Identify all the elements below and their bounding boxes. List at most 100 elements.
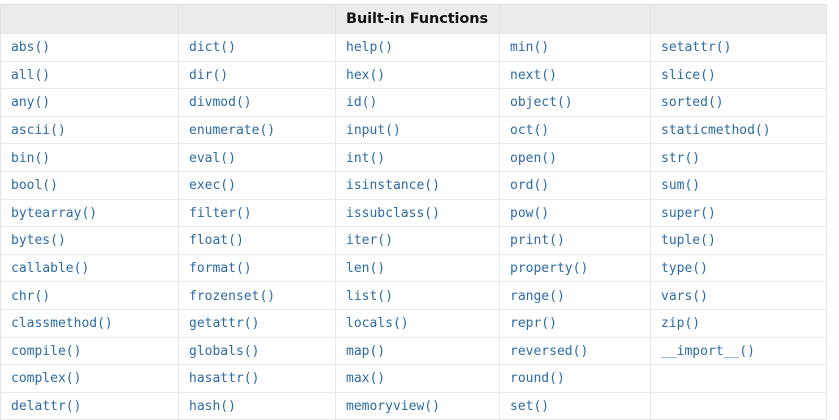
function-link[interactable]: repr() [510, 316, 557, 332]
function-link[interactable]: int() [346, 150, 386, 166]
function-link[interactable]: hex() [346, 67, 386, 83]
function-link[interactable]: pow() [510, 205, 550, 221]
table-cell: compile() [0, 337, 179, 366]
table-row: classmethod() getattr() locals() repr() zip(… [0, 309, 827, 338]
function-link[interactable]: filter() [189, 205, 252, 221]
function-link[interactable]: type() [661, 261, 708, 277]
table-cell: abs() [0, 33, 179, 62]
function-link[interactable]: frozenset() [189, 288, 276, 304]
function-link[interactable]: input() [346, 123, 401, 139]
function-link[interactable]: round() [510, 371, 565, 387]
function-link[interactable]: object() [510, 95, 573, 111]
table-cell: help() [335, 33, 500, 62]
table-cell: eval() [178, 143, 336, 172]
function-link[interactable]: eval() [189, 150, 236, 166]
function-link[interactable]: bool() [11, 178, 58, 194]
function-link[interactable]: sorted() [661, 95, 724, 111]
function-link[interactable]: globals() [189, 343, 260, 359]
table-row: compile() globals() map() reversed() __impor… [0, 337, 827, 366]
function-link[interactable]: chr() [11, 288, 51, 304]
function-link[interactable]: property() [510, 261, 589, 277]
function-link[interactable]: list() [346, 288, 393, 304]
function-link[interactable]: bytearray() [11, 205, 98, 221]
function-link[interactable]: hash() [189, 399, 236, 415]
function-link[interactable]: len() [346, 261, 386, 277]
table-row: chr() frozenset() list() range() vars() [0, 281, 827, 310]
function-link[interactable]: tuple() [661, 233, 716, 249]
function-link[interactable]: callable() [11, 261, 90, 277]
function-link[interactable]: bin() [11, 150, 51, 166]
table-cell: enumerate() [178, 116, 336, 145]
function-link[interactable]: super() [661, 205, 716, 221]
function-link[interactable]: issubclass() [346, 205, 440, 221]
function-link[interactable]: compile() [11, 343, 82, 359]
function-link[interactable]: next() [510, 67, 557, 83]
table-cell: iter() [335, 226, 500, 255]
table-cell: hasattr() [178, 364, 336, 393]
function-link[interactable]: min() [510, 40, 550, 56]
function-link[interactable]: iter() [346, 233, 393, 249]
function-link[interactable]: memoryview() [346, 399, 440, 415]
function-link[interactable]: staticmethod() [661, 123, 771, 139]
function-link[interactable]: enumerate() [189, 123, 276, 139]
table-cell: any() [0, 88, 179, 117]
function-link[interactable]: help() [346, 40, 393, 56]
function-link[interactable]: str() [661, 150, 701, 166]
function-link[interactable]: locals() [346, 316, 409, 332]
function-link[interactable]: id() [346, 95, 378, 111]
function-link[interactable]: sum() [661, 178, 701, 194]
table-cell: ord() [499, 171, 651, 200]
table-cell: input() [335, 116, 500, 145]
function-link[interactable]: reversed() [510, 343, 589, 359]
function-link[interactable]: delattr() [11, 399, 82, 415]
table-cell-empty [650, 392, 827, 420]
table-cell: hex() [335, 61, 500, 90]
table-cell: dir() [178, 61, 336, 90]
function-link[interactable]: isinstance() [346, 178, 440, 194]
table-row: abs() dict() help() min() setattr() [0, 33, 827, 62]
table-cell: type() [650, 254, 827, 283]
table-header-cell-2 [178, 4, 336, 34]
function-link[interactable]: ord() [510, 178, 550, 194]
table-row: any() divmod() id() object() sorted() [0, 88, 827, 117]
function-link[interactable]: __import__() [661, 343, 755, 359]
function-link[interactable]: float() [189, 233, 244, 249]
table-cell: print() [499, 226, 651, 255]
table-cell: exec() [178, 171, 336, 200]
function-link[interactable]: slice() [661, 67, 716, 83]
function-link[interactable]: hasattr() [189, 371, 260, 387]
table-row: bool() exec() isinstance() ord() sum() [0, 171, 827, 200]
table-cell: all() [0, 61, 179, 90]
function-link[interactable]: dict() [189, 40, 236, 56]
table-cell: hash() [178, 392, 336, 420]
table-row: all() dir() hex() next() slice() [0, 61, 827, 90]
table-cell: slice() [650, 61, 827, 90]
function-link[interactable]: map() [346, 343, 386, 359]
table-cell: id() [335, 88, 500, 117]
function-link[interactable]: max() [346, 371, 386, 387]
function-link[interactable]: divmod() [189, 95, 252, 111]
table-cell: sum() [650, 171, 827, 200]
function-link[interactable]: oct() [510, 123, 550, 139]
function-link[interactable]: ascii() [11, 123, 66, 139]
function-link[interactable]: format() [189, 261, 252, 277]
function-link[interactable]: open() [510, 150, 557, 166]
function-link[interactable]: getattr() [189, 316, 260, 332]
table-cell: staticmethod() [650, 116, 827, 145]
function-link[interactable]: classmethod() [11, 316, 113, 332]
table-header-cell-1 [0, 4, 179, 34]
function-link[interactable]: range() [510, 288, 565, 304]
function-link[interactable]: setattr() [661, 40, 732, 56]
function-link[interactable]: bytes() [11, 233, 66, 249]
function-link[interactable]: abs() [11, 40, 51, 56]
function-link[interactable]: set() [510, 399, 550, 415]
function-link[interactable]: vars() [661, 288, 708, 304]
function-link[interactable]: any() [11, 95, 51, 111]
function-link[interactable]: zip() [661, 316, 701, 332]
function-link[interactable]: dir() [189, 67, 229, 83]
function-link[interactable]: all() [11, 67, 51, 83]
function-link[interactable]: complex() [11, 371, 82, 387]
function-link[interactable]: print() [510, 233, 565, 249]
table-row: complex() hasattr() max() round() [0, 364, 827, 393]
function-link[interactable]: exec() [189, 178, 236, 194]
